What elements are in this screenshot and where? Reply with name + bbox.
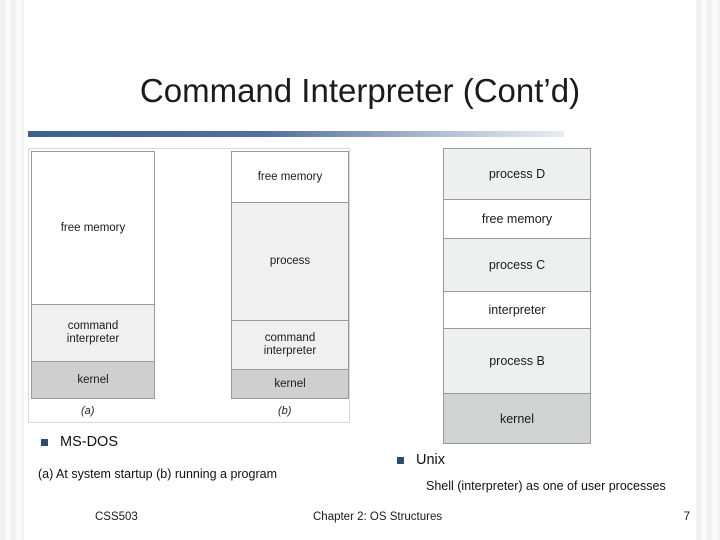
bullet-unix-subtext: Shell (interpreter) as one of user proce… — [426, 479, 666, 493]
figure-caption-a: (a) — [81, 405, 95, 417]
left-stripe-decoration — [0, 0, 24, 540]
memory-block-kernel: kernel — [31, 361, 155, 399]
memory-block-interpreter: interpreter — [443, 291, 591, 329]
bullet-square-icon — [397, 456, 404, 464]
msdos-panel-b: free memory process command interpreter … — [231, 151, 349, 399]
memory-block-command-interpreter: command interpreter — [231, 320, 349, 370]
page-title: Command Interpreter (Cont’d) — [139, 72, 581, 109]
msdos-panel-a: free memory command interpreter kernel — [31, 151, 155, 399]
memory-block-process: process — [231, 202, 349, 321]
bullet-square-icon — [41, 438, 48, 446]
figure-caption-b: (b) — [278, 405, 292, 417]
footer-course-code: CSS503 — [95, 511, 138, 523]
memory-block-process-b: process B — [443, 328, 591, 394]
memory-block-process-c: process C — [443, 238, 591, 292]
bullet-msdos-label: MS-DOS — [60, 434, 118, 450]
footer-chapter-title: Chapter 2: OS Structures — [313, 511, 443, 523]
memory-block-kernel: kernel — [443, 393, 591, 444]
memory-block-free-memory: free memory — [31, 151, 155, 305]
bullet-unix-label: Unix — [416, 452, 446, 468]
bullet-unix: Unix — [397, 452, 445, 468]
figure-msdos: free memory command interpreter kernel f… — [28, 148, 350, 423]
slide-footer: CSS503 Chapter 2: OS Structures 7 — [0, 511, 720, 531]
memory-block-process-d: process D — [443, 148, 591, 200]
memory-block-command-interpreter: command interpreter — [31, 304, 155, 362]
title-underline-rule — [28, 131, 564, 137]
memory-block-kernel: kernel — [231, 369, 349, 399]
right-stripe-decoration — [696, 0, 720, 540]
memory-block-free-memory: free memory — [231, 151, 349, 203]
memory-block-free-memory: free memory — [443, 199, 591, 239]
figure-unix: process D free memory process C interpre… — [443, 148, 591, 444]
bullet-msdos-subtext: (a) At system startup (b) running a prog… — [38, 467, 277, 481]
bullet-msdos: MS-DOS — [41, 434, 118, 450]
footer-page-number: 7 — [683, 511, 690, 523]
